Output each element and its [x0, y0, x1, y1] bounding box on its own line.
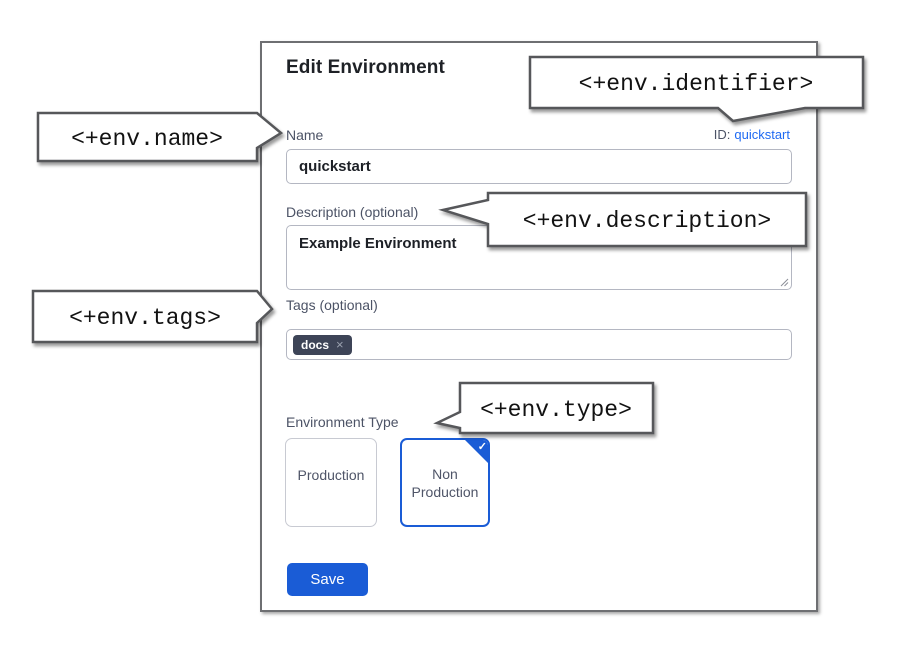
name-label: Name: [286, 127, 324, 143]
environment-type-label: Environment Type: [286, 414, 399, 430]
save-button[interactable]: Save: [287, 563, 368, 596]
name-input[interactable]: [286, 149, 792, 184]
card-production-label: Production: [297, 467, 365, 483]
tags-input[interactable]: docs ×: [286, 329, 792, 360]
description-label: Description (optional): [286, 204, 419, 220]
environment-id: ID:quickstart: [714, 127, 790, 142]
environment-type-card-production[interactable]: Production: [285, 438, 377, 527]
description-textarea[interactable]: Example Environment: [286, 225, 792, 290]
tags-label: Tags (optional): [286, 297, 378, 313]
id-label: ID:: [713, 127, 731, 142]
id-value-link[interactable]: quickstart: [734, 127, 790, 142]
tag-remove-icon[interactable]: ×: [336, 336, 344, 352]
svg-text:<+env.name>: <+env.name>: [71, 126, 223, 152]
description-value: Example Environment: [299, 235, 457, 252]
callout-env-name: <+env.name>: [36, 111, 284, 163]
card-non-production-label: Non Production: [411, 466, 479, 500]
svg-text:<+env.tags>: <+env.tags>: [69, 305, 221, 331]
callout-env-tags: <+env.tags>: [31, 289, 274, 344]
tag-chip-docs: docs ×: [293, 334, 352, 355]
dialog-title: Edit Environment: [286, 57, 445, 78]
resize-handle-icon[interactable]: [780, 278, 789, 287]
environment-type-card-non-production[interactable]: ✓ Non Production: [400, 438, 490, 527]
selected-check-icon: ✓: [464, 440, 488, 464]
tag-chip-label: docs: [301, 337, 330, 352]
edit-environment-dialog: Edit Environment Name ID:quickstart Desc…: [260, 41, 818, 612]
